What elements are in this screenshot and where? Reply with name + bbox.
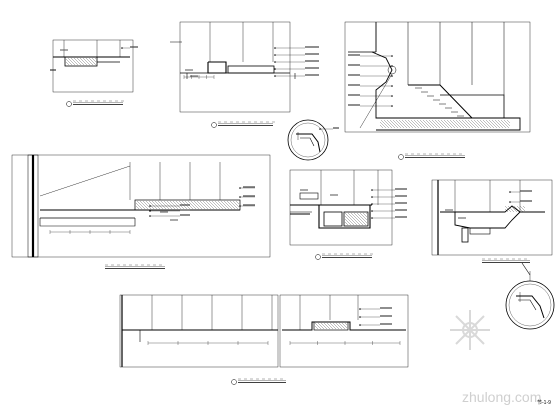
detail-2: [170, 21, 319, 128]
label-ticks: [60, 49, 466, 221]
enlarged-callout-2: [505, 271, 555, 330]
sheet-number: 节-1-9: [537, 400, 551, 406]
detail-5: [239, 169, 407, 260]
watermark-text: zhulong.com: [462, 389, 541, 405]
detail-4: [11, 154, 271, 269]
detail-1: [50, 39, 138, 107]
enlarged-callout-1: [287, 119, 339, 161]
detail-7: [119, 294, 409, 385]
detail-3: [344, 21, 531, 160]
detail-6: [431, 179, 553, 276]
watermark-logo: [450, 310, 490, 350]
